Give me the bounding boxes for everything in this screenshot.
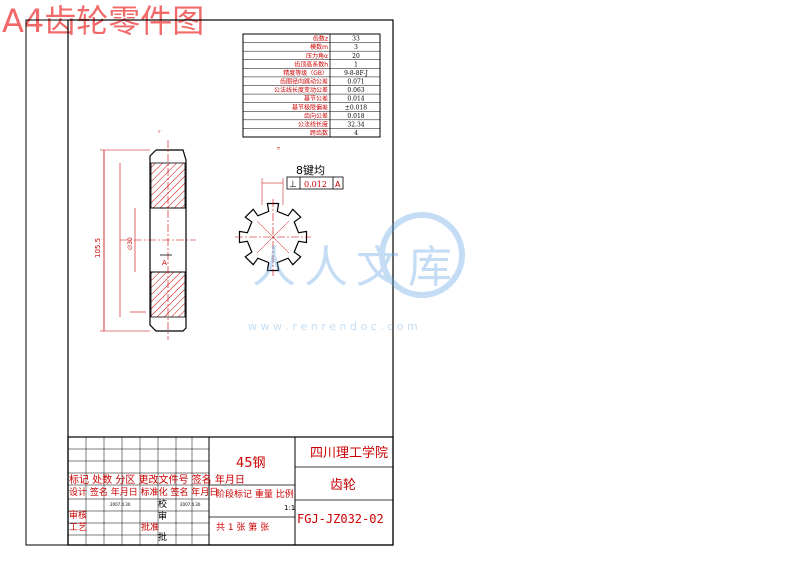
param-label: 公法线长度 xyxy=(298,120,328,128)
watermark: 人人文库 w w w . r e n r e n d o c . c o m xyxy=(248,212,465,333)
param-value: 0.063 xyxy=(347,87,364,94)
scale-label: 1:1 xyxy=(284,504,295,512)
param-value: 33 xyxy=(352,36,360,43)
std-date: 2007.4.30 xyxy=(180,502,201,507)
roughness-callout: ▿ xyxy=(158,129,161,135)
tolerance-value: 0.012 xyxy=(304,180,327,189)
role-right-3: 批 xyxy=(158,531,167,543)
param-label: 公法线长度变动公差 xyxy=(274,86,328,94)
banner-title: A4齿轮零件图 xyxy=(2,2,205,40)
param-value: 20 xyxy=(352,53,360,60)
spline-profile xyxy=(238,202,308,272)
role-2: 工艺 xyxy=(69,522,87,533)
title-block-border xyxy=(67,436,394,546)
role-1: 审核 xyxy=(69,509,87,521)
tolerance-frame xyxy=(286,176,344,190)
school-label: 四川理工学院 xyxy=(310,445,388,461)
material-label: 45钢 xyxy=(236,456,266,471)
drawing-number: FGJ-JZ032-02 xyxy=(297,512,384,526)
param-label: 基节公差 xyxy=(304,95,328,103)
param-rows: 齿数z 33 模数m 3 压力角α 20 齿顶高系数h 1 精度等级（GB） 9-8-8F-J 齿圈… xyxy=(243,35,380,137)
param-label: 齿数z xyxy=(313,35,328,43)
design-date: 2007.4.30 xyxy=(110,502,131,507)
watermark-brand: 人人文库 xyxy=(252,242,460,293)
spline-end-view: ▿ 8键均 ⊥ 0.012 A xyxy=(235,145,344,276)
param-value: 4 xyxy=(354,130,358,137)
param-value: 0.071 xyxy=(347,79,364,86)
row-labels-1: 标记 处数 分区 更改文件号 签名 年月日 xyxy=(69,473,245,486)
watermark-url: w w w . r e n r e n d o c . c o m xyxy=(248,320,418,333)
role-right-2: 审 xyxy=(158,510,167,522)
tolerance-datum: A xyxy=(335,180,341,189)
gear-section-view: 105.5 ∅30 A ▿ xyxy=(94,129,196,340)
stage-label: 阶段标记 重量 比例 xyxy=(216,488,294,500)
param-value: 3 xyxy=(354,44,358,51)
role-right-1: 校 xyxy=(158,498,167,510)
title-block: 45钢 四川理工学院 齿轮 FGJ-JZ032-02 1:1 阶段标记 重量 比… xyxy=(67,436,394,546)
watermark-logo-icon xyxy=(379,212,465,298)
param-label: 模数m xyxy=(310,43,328,51)
param-label: 基节极限偏差 xyxy=(292,103,328,111)
param-value: 0.014 xyxy=(347,96,364,103)
param-value: 1 xyxy=(354,61,358,68)
param-value: 32.34 xyxy=(347,121,364,128)
param-label: 齿顶高系数h xyxy=(294,60,328,68)
spline-diag-2 xyxy=(256,220,290,254)
row-labels-2: 设计 签名 年月日 标准化 签名 年月日 xyxy=(69,486,218,498)
param-label: 齿圈径向跳动公差 xyxy=(280,78,328,86)
bore-label: ∅30 xyxy=(127,237,134,250)
role-3: 批准 xyxy=(141,521,159,533)
tolerance-symbol: ⊥ xyxy=(289,180,297,190)
param-value: 0.018 xyxy=(347,113,364,120)
param-value: 9-8-8F-J xyxy=(344,70,368,77)
gear-outline xyxy=(149,149,187,332)
top-roughness-mark: ▿ xyxy=(277,145,280,152)
parameter-table: 齿数z 33 模数m 3 压力角α 20 齿顶高系数h 1 精度等级（GB） 9-8-8F-J 齿圈… xyxy=(242,33,381,138)
sheet-label: 共 1 张 第 张 xyxy=(216,521,269,533)
datum-a-label: A xyxy=(162,259,167,267)
param-label: 跨齿数 xyxy=(310,129,328,137)
param-label: 精度等级（GB） xyxy=(283,69,328,77)
param-label: 齿向公差 xyxy=(304,112,328,120)
tb-left-grid xyxy=(68,437,209,545)
outer-diameter-label: 105.5 xyxy=(94,238,102,258)
param-value: ±0.018 xyxy=(345,104,367,111)
part-name-label: 齿轮 xyxy=(330,478,356,493)
spline-label: 8键均 xyxy=(296,163,325,177)
param-label: 压力角α xyxy=(306,52,328,60)
